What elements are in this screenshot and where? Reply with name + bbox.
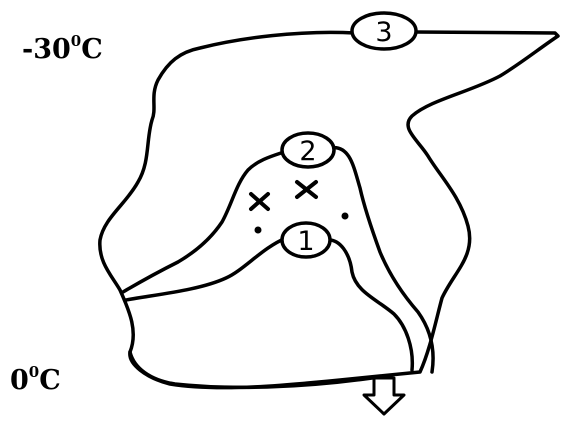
region-2-boundary bbox=[123, 148, 433, 372]
ice-crystal-mark bbox=[251, 194, 268, 209]
cloud-base bbox=[130, 352, 372, 387]
marker-1: 1 bbox=[282, 223, 330, 257]
precipitation-arrow-icon bbox=[364, 378, 404, 414]
region-1-boundary bbox=[126, 238, 412, 370]
svg-text:2: 2 bbox=[299, 136, 316, 167]
water-droplet-dot bbox=[255, 227, 262, 234]
marker-2: 2 bbox=[282, 133, 334, 167]
ice-crystal-mark bbox=[297, 182, 316, 197]
svg-text:3: 3 bbox=[375, 17, 392, 48]
region-3-boundary bbox=[100, 32, 558, 388]
temperature-bottom-label: 00C bbox=[10, 367, 61, 394]
marker-3: 3 bbox=[352, 13, 416, 49]
water-droplet-dot bbox=[342, 213, 349, 220]
svg-text:1: 1 bbox=[297, 226, 314, 257]
temperature-top-label: -300C bbox=[22, 36, 103, 63]
